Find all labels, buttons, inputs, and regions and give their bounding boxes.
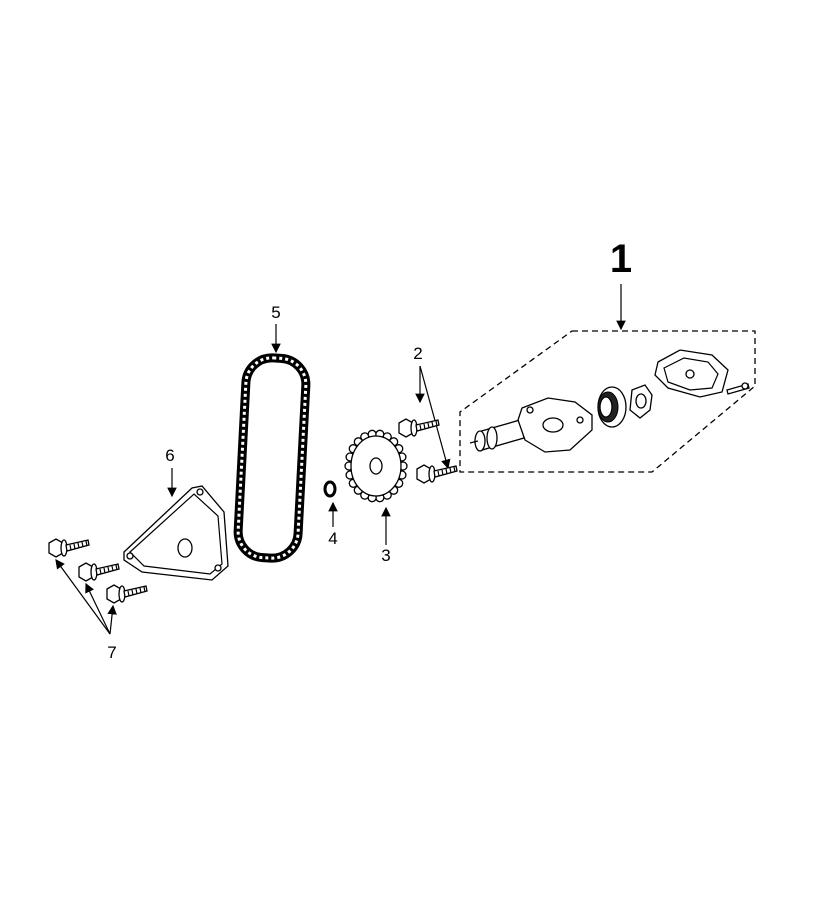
cover-plate[interactable] [123, 485, 229, 581]
flange-bolt [106, 584, 148, 604]
oil-pump-assembly[interactable] [469, 349, 750, 453]
callout-2[interactable]: 2 [413, 344, 451, 470]
callout-5[interactable]: 5 [271, 303, 281, 354]
chain[interactable] [233, 353, 311, 563]
outer-rotor [597, 386, 627, 428]
callout-label-5: 5 [271, 303, 280, 322]
assembly-group-boundary [459, 330, 756, 473]
bolt [398, 418, 440, 438]
callout-label-3: 3 [381, 546, 390, 565]
inner-rotor [629, 384, 653, 419]
cover-screw [726, 382, 750, 395]
pump-shaft [469, 419, 525, 452]
pump-housing [517, 397, 593, 453]
callout-label-4: 4 [328, 529, 337, 548]
callout-7[interactable]: 7 [55, 559, 117, 662]
callout-1[interactable]: 1 [610, 237, 632, 331]
callout-3[interactable]: 3 [381, 506, 391, 565]
flange-bolt [48, 538, 90, 558]
callout-label-6: 6 [165, 446, 174, 465]
sprocket[interactable] [344, 429, 408, 503]
callout-label-1: 1 [610, 237, 632, 281]
flange-bolt [78, 562, 120, 582]
callout-4[interactable]: 4 [328, 501, 338, 548]
bolt [416, 464, 458, 484]
circlip[interactable] [323, 480, 337, 498]
callout-6[interactable]: 6 [165, 446, 177, 498]
leader-arrow [107, 604, 117, 635]
leader-arrow [85, 582, 111, 635]
leader-arrow [419, 365, 451, 470]
callout-label-7: 7 [107, 643, 116, 662]
pump-cover [654, 349, 729, 398]
leader-arrow [55, 559, 111, 635]
callout-label-2: 2 [413, 344, 422, 363]
